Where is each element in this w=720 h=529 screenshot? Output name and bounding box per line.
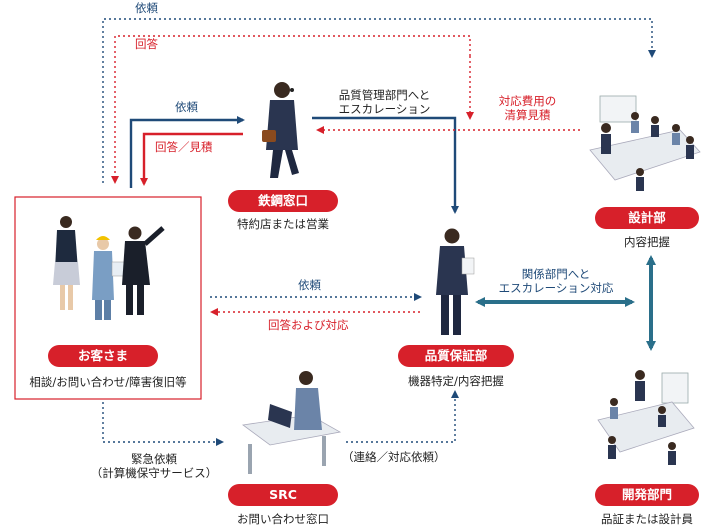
window-request-arrow <box>129 116 245 188</box>
development-meeting-illustration <box>597 370 695 465</box>
development-desc: 品証または設計員 <box>601 512 693 526</box>
development-badge: 開発部門 <box>595 484 699 506</box>
top-answer-label: 回答 <box>135 37 158 51</box>
escalation-arrow <box>312 116 459 214</box>
emergency-arrow <box>102 402 224 446</box>
customer-box <box>14 196 202 400</box>
contact-support-label: （連絡／対応依頼） <box>342 450 446 464</box>
qa-illustration <box>436 228 475 335</box>
top-request-label: 依頼 <box>135 1 158 15</box>
design-meeting-illustration <box>589 95 701 191</box>
design-desc: 内容把握 <box>624 235 670 249</box>
related-escalation-label: 関係部門へと エスカレーション対応 <box>498 267 614 296</box>
customer-people-illustration <box>53 216 165 320</box>
src-qa-arrow <box>346 390 459 443</box>
steel-window-illustration <box>262 82 299 178</box>
top-answer-arrow <box>111 35 471 184</box>
qa-badge: 品質保証部 <box>398 345 514 367</box>
escalation-label: 品質管理部門へと エスカレーション <box>338 88 431 117</box>
cost-estimate-label: 対応費用の 清算見積 <box>498 94 557 123</box>
steel-window-badge: 鉄鋼窓口 <box>228 190 338 212</box>
window-answer-arrow <box>140 132 243 186</box>
qa-desc: 機器特定/内容把握 <box>408 374 504 388</box>
window-request-label: 依頼 <box>175 100 198 114</box>
top-request-arrow <box>102 18 656 183</box>
window-answer-label: 回答／見積 <box>155 140 213 154</box>
src-illustration <box>241 371 342 474</box>
steel-window-desc: 特約店または営業 <box>237 217 329 231</box>
customer-badge: お客さま <box>48 345 158 367</box>
customer-desc: 相談/お問い合わせ/障害復旧等 <box>29 375 187 389</box>
design-badge: 設計部 <box>595 207 699 229</box>
emergency-label: 緊急依頼 （計算機保守サービス） <box>90 452 218 481</box>
qa-request-label: 依頼 <box>298 278 321 292</box>
src-desc: お問い合わせ窓口 <box>237 512 329 526</box>
src-badge: SRC <box>228 484 338 506</box>
qa-answer-label: 回答および対応 <box>268 318 349 332</box>
